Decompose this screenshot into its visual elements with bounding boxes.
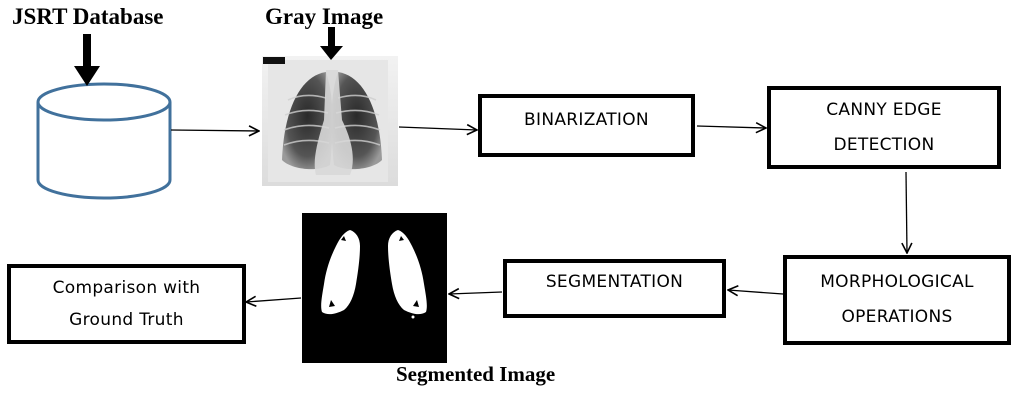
arrow-image-to-comparison [246, 298, 302, 302]
morphological-operations-box: MORPHOLOGICAL OPERATIONS [783, 255, 1011, 345]
morphological-operations-text: MORPHOLOGICAL OPERATIONS [820, 265, 974, 335]
arrow-binarization-to-canny [696, 126, 766, 128]
morph-label-line1: MORPHOLOGICAL [820, 272, 974, 292]
canny-label-line1: CANNY EDGE [826, 99, 942, 120]
gray-image-input-arrow [320, 27, 343, 60]
segmented-lungs-image [302, 213, 447, 363]
gray-image-label: Gray Image [265, 4, 384, 29]
binarization-label: BINARIZATION [524, 109, 649, 130]
chest-xray-image [262, 56, 398, 186]
morph-label-line2: OPERATIONS [841, 307, 953, 327]
segmentation-box: SEGMENTATION [503, 259, 726, 318]
comparison-box: Comparison with Ground Truth [7, 264, 246, 344]
arrow-segmentation-to-image [449, 292, 503, 294]
canny-label-line2: DETECTION [833, 134, 935, 155]
arrow-gray-to-binarization [398, 127, 477, 130]
canny-edge-detection-text: CANNY EDGE DETECTION [826, 93, 941, 163]
binarization-box: BINARIZATION [478, 94, 695, 157]
database-label: JSRT Database [12, 4, 164, 29]
comparison-label-line1: Comparison with [52, 278, 201, 298]
arrow-db-to-gray [170, 130, 259, 131]
comparison-text: Comparison with Ground Truth [53, 272, 201, 336]
arrow-canny-to-morph [906, 171, 907, 253]
canny-edge-detection-box: CANNY EDGE DETECTION [767, 86, 1001, 169]
database-input-arrow [74, 34, 100, 86]
comparison-label-line2: Ground Truth [69, 310, 184, 330]
database-cylinder-icon [36, 82, 172, 200]
arrow-morph-to-segmentation [728, 290, 784, 294]
segmentation-label: SEGMENTATION [545, 271, 684, 292]
segmented-image-label: Segmented Image [396, 362, 556, 386]
